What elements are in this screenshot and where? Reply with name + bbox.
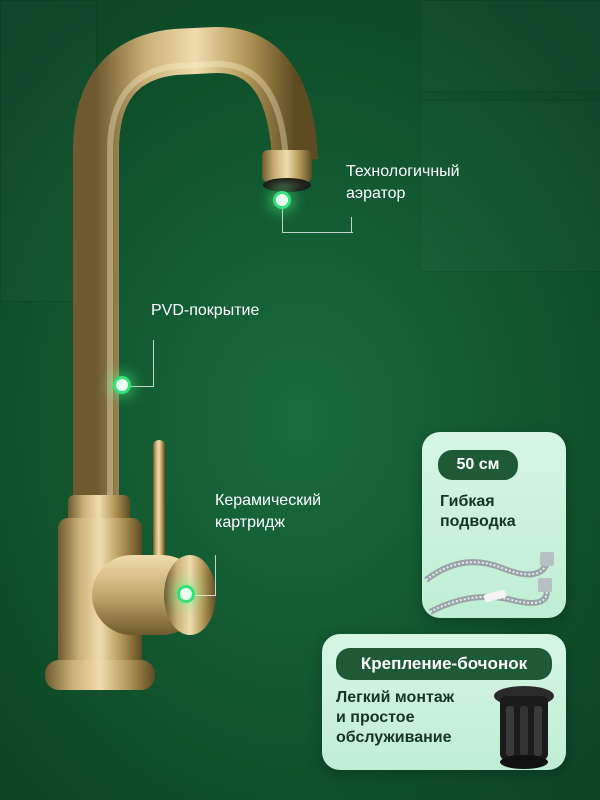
aerator-label: Технологичный аэратор — [346, 161, 460, 205]
hose-length-badge: 50 см — [438, 450, 518, 480]
wall-panel — [420, 100, 600, 272]
aerator-leader-tick — [351, 217, 352, 232]
mount-description-line1: Легкий монтаж — [336, 689, 455, 706]
aerator-label-line1: Технологичный — [346, 163, 460, 180]
cartridge-label-line1: Керамический — [215, 492, 322, 509]
cartridge-point-icon — [180, 588, 192, 600]
aerator-leader — [282, 202, 353, 233]
hose-card: 50 см Гибкая подводка — [422, 432, 566, 618]
hose-title: Гибкая подводка — [440, 492, 516, 532]
aerator-point-icon — [276, 194, 288, 206]
mount-card: Крепление-бочонок Легкий монтаж и просто… — [322, 634, 566, 770]
aerator-label-line2: аэратор — [346, 185, 406, 202]
coating-label: PVD-покрытие — [151, 302, 260, 319]
coating-leader — [128, 340, 154, 387]
coating-point-icon — [116, 379, 128, 391]
hose-title-line1: Гибкая — [440, 493, 495, 510]
nut-image — [494, 686, 554, 769]
hose-title-line2: подводка — [440, 513, 516, 530]
hose-image — [424, 552, 554, 615]
wall-panel — [420, 0, 600, 92]
mount-description: Легкий монтаж и простое обслуживание — [336, 688, 454, 748]
cartridge-label: Керамический картридж — [215, 490, 321, 534]
cartridge-label-line2: картридж — [215, 514, 285, 531]
mount-description-line2: и простое — [336, 709, 415, 726]
mount-description-line3: обслуживание — [336, 729, 452, 746]
cartridge-leader — [193, 555, 216, 596]
mount-badge: Крепление-бочонок — [336, 648, 552, 680]
